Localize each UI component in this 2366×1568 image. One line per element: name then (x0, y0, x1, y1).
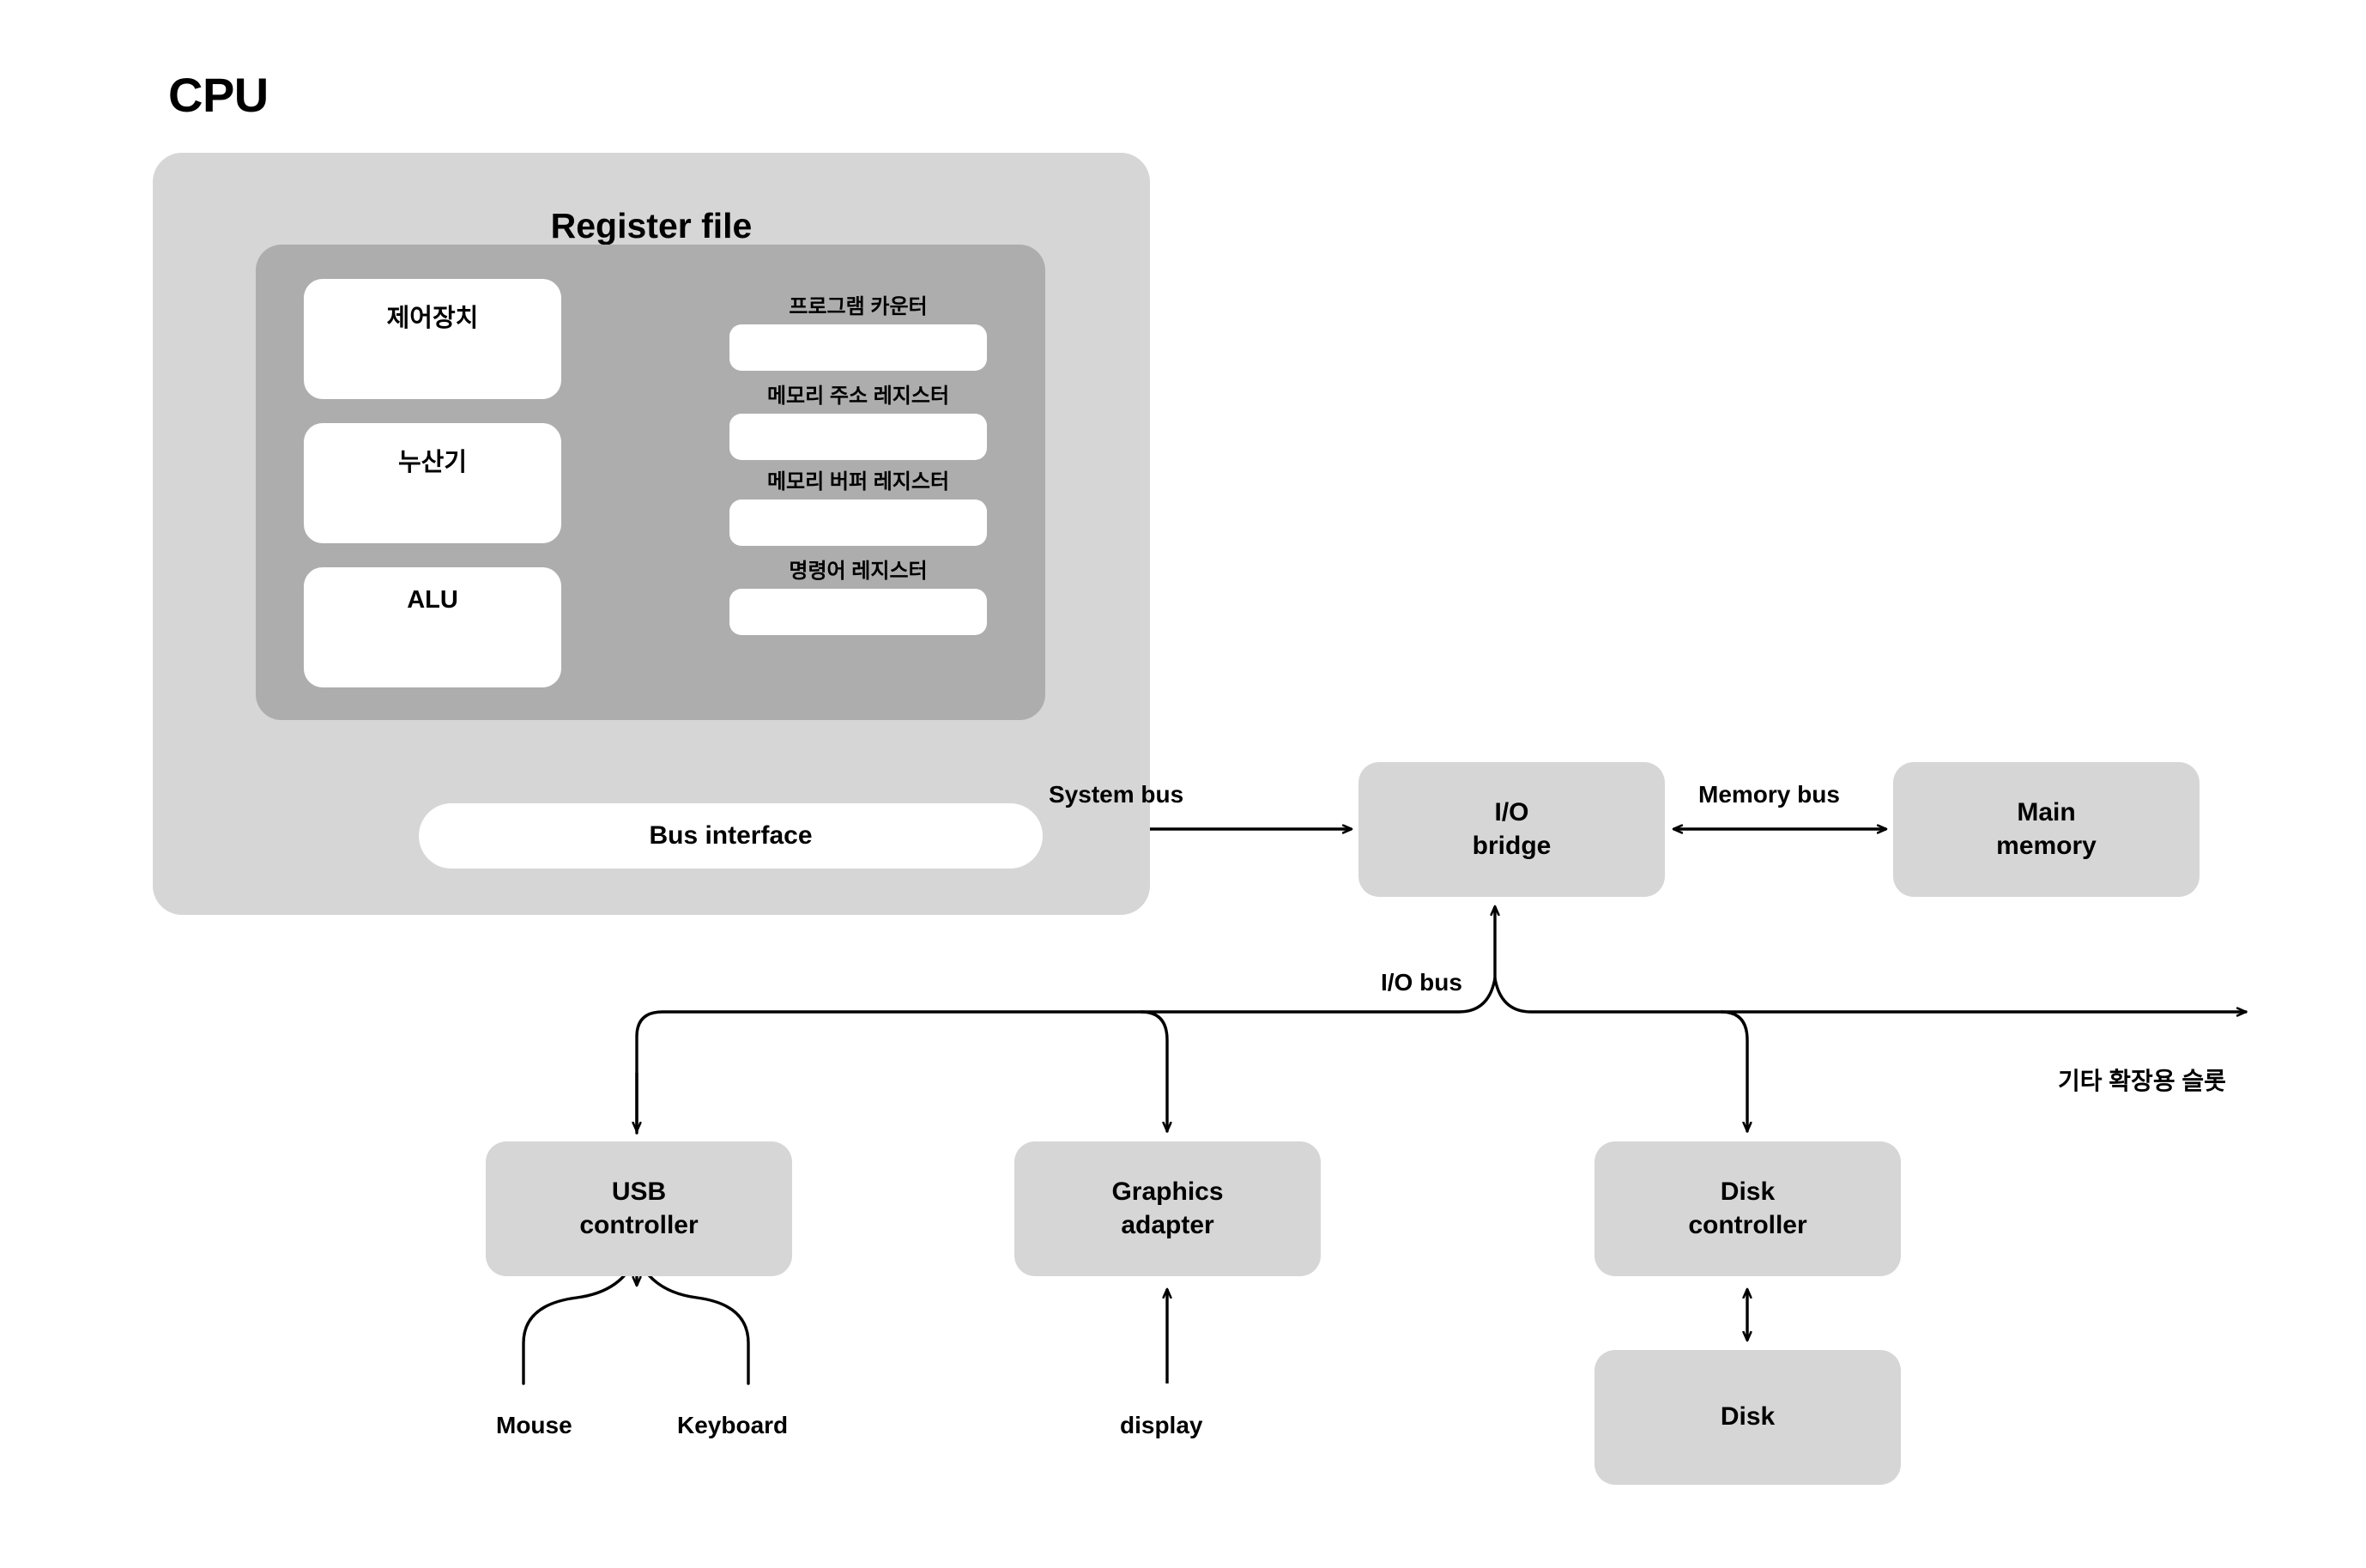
cpu-container: Register file 제어장치 누산기 ALU 프로그램 카운터 메모리 … (153, 153, 1150, 915)
main-memory-box[interactable]: Main memory (1893, 762, 2200, 897)
io-bridge-box[interactable]: I/O bridge (1358, 762, 1665, 897)
graphics-adapter-label: Graphics adapter (1111, 1178, 1224, 1239)
mouse-label: Mouse (496, 1412, 572, 1438)
wire-io-bus-left-trunk (635, 977, 1497, 1135)
io-bus-label: I/O bus (1381, 969, 1462, 996)
register-program-counter: 프로그램 카운터 (729, 289, 987, 371)
register-program-counter-label: 프로그램 카운터 (789, 295, 928, 318)
wire-io-bus-right-trunk (1493, 977, 2248, 1012)
graphics-adapter-box[interactable]: Graphics adapter (1014, 1141, 1321, 1276)
disk-controller-box[interactable]: Disk controller (1594, 1141, 1901, 1276)
wire-iobus-to-graphics (1140, 1010, 1167, 1133)
disk-label: Disk (1720, 1402, 1776, 1432)
disk-controller-label: Disk controller (1688, 1178, 1807, 1239)
control-unit-box[interactable]: 제어장치 (304, 279, 561, 399)
register-memory-address-label: 메모리 주소 레지스터 (766, 384, 950, 408)
register-program-counter-slot[interactable] (729, 324, 987, 371)
bus-interface-label: Bus interface (649, 821, 813, 850)
register-memory-buffer-slot[interactable] (729, 499, 987, 546)
system-bus-label: System bus (1049, 781, 1184, 808)
io-bridge-label: I/O bridge (1472, 798, 1552, 860)
register-instruction-slot[interactable] (729, 589, 987, 635)
accumulator-box[interactable]: 누산기 (304, 423, 561, 543)
register-memory-buffer: 메모리 버퍼 레지스터 (729, 464, 987, 546)
register-file-panel: 제어장치 누산기 ALU 프로그램 카운터 메모리 주소 레지스터 메모리 버퍼… (256, 245, 1045, 720)
alu-box[interactable]: ALU (304, 567, 561, 687)
expansion-slots-label: 기타 확장용 슬롯 (2058, 1068, 2226, 1094)
register-memory-buffer-label: 메모리 버퍼 레지스터 (766, 470, 950, 493)
disk-box[interactable]: Disk (1594, 1350, 1901, 1485)
keyboard-label: Keyboard (677, 1412, 789, 1438)
display-label: display (1120, 1412, 1203, 1438)
register-instruction: 명령어 레지스터 (729, 554, 987, 635)
main-memory-label: Main memory (1996, 798, 2097, 860)
control-unit-label: 제어장치 (386, 305, 479, 332)
usb-controller-label: USB controller (579, 1178, 699, 1239)
register-instruction-label: 명령어 레지스터 (789, 560, 928, 583)
usb-controller-box[interactable]: USB controller (486, 1141, 792, 1276)
register-memory-address-slot[interactable] (729, 414, 987, 460)
memory-bus-label: Memory bus (1698, 781, 1840, 808)
accumulator-label: 누산기 (397, 449, 468, 476)
bus-interface-box[interactable]: Bus interface (419, 803, 1043, 869)
wire-iobus-to-disk-controller (1720, 1010, 1747, 1133)
alu-label: ALU (407, 586, 458, 614)
register-file-title: Register file (550, 206, 753, 245)
cpu-title: CPU (168, 68, 269, 122)
register-memory-address: 메모리 주소 레지스터 (729, 378, 987, 460)
